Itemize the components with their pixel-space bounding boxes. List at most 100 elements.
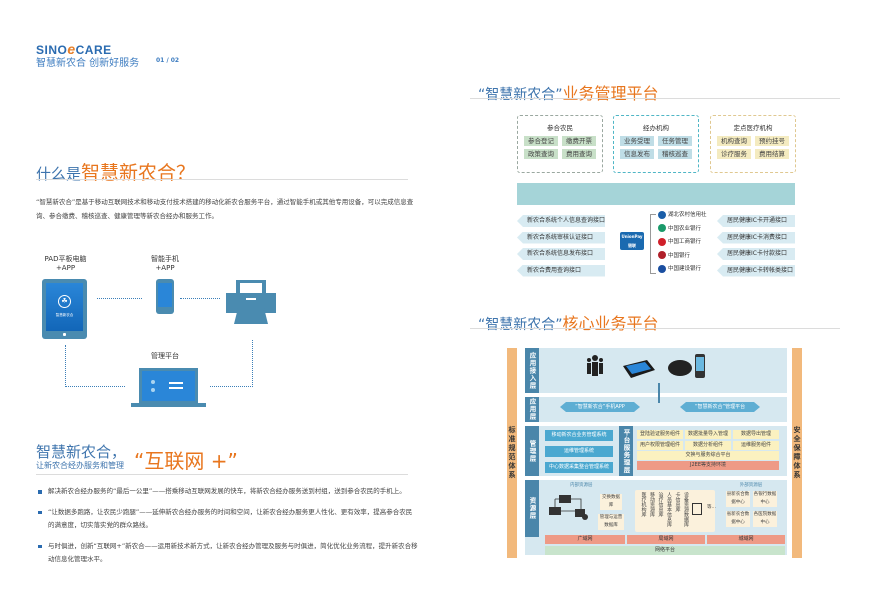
bank-icon xyxy=(658,224,666,232)
pad-label: PAD平板电脑+APP xyxy=(38,255,93,273)
bank-logo: 中国银行 xyxy=(658,251,690,262)
mgmt-system-item: 运维管理系统 xyxy=(545,446,613,457)
app-logo-icon: ☘ xyxy=(58,295,71,308)
function-cell: 诊疗服务 xyxy=(717,149,751,159)
app-item-management-platform: “智慧新农合”管理平台 xyxy=(680,402,760,412)
network-platform: 网络平台 xyxy=(545,546,785,555)
interface-item: 新农合费用查询接口 xyxy=(517,264,605,277)
resource-database: 人员基本信息库 xyxy=(666,492,672,527)
service-component: 用户权限管理组件 xyxy=(637,440,683,450)
logo-text-sino: SINO xyxy=(36,43,68,57)
function-cell: 政策查询 xyxy=(524,149,558,159)
divider xyxy=(470,98,840,99)
bank-name: 中国建设银行 xyxy=(668,266,702,272)
external-db: 各银行数据中心 xyxy=(753,491,777,507)
user-group-box: 参合农民参合登记缴费开票政策查询费用查询 xyxy=(517,115,603,173)
server-icon xyxy=(692,503,702,515)
resource-layer-label: 资源层 xyxy=(525,480,539,537)
app-item-mobile-app: “智慧新农合”手机APP xyxy=(560,402,640,412)
resource-database: 设备资源数据库 xyxy=(683,492,689,527)
tablet-screen: ☘ 智慧新农合 xyxy=(46,283,83,331)
bank-icon xyxy=(658,251,666,259)
connector-line xyxy=(210,386,253,387)
tablet-screen-text: 智慧新农合 xyxy=(55,313,74,317)
network-item: 广域网 xyxy=(545,535,625,544)
function-cell: 机构查询 xyxy=(717,136,751,146)
unionpay-logo: UnionPay 银联 xyxy=(620,232,644,250)
bank-logo: 湖北农村信用社 xyxy=(658,210,707,221)
internet-plus-highlight: “互联网 +” xyxy=(134,449,238,473)
interface-item: 新农合系统个人信息查询接口 xyxy=(517,215,605,227)
resource-database: 卡信息库 xyxy=(674,492,681,512)
bank-bracket xyxy=(650,214,656,274)
interface-item: 居民健康IC卡开通接口 xyxy=(717,215,795,227)
bullet-item: 与时俱进，创新“互联网+”新农合——运用新技术新方式，让新农合经办管理及服务与时… xyxy=(38,540,418,567)
interface-item: 居民健康IC卡消费接口 xyxy=(717,231,795,244)
double-arrow-icon xyxy=(658,383,660,403)
connector-line xyxy=(180,298,220,299)
logo-text-e: e xyxy=(67,41,76,57)
smartphone-icon xyxy=(156,279,174,314)
function-cell: 预约挂号 xyxy=(755,136,789,146)
bank-name: 中国银行 xyxy=(668,252,691,259)
tablet-home-button xyxy=(63,333,66,336)
resource-database: 治疗信息库 xyxy=(657,492,664,517)
divider xyxy=(36,474,408,475)
platform-label: 管理平台 xyxy=(151,352,179,360)
resource-database: 移动资源库 xyxy=(649,492,655,517)
bank-logo: 中国建设银行 xyxy=(658,264,701,275)
etc-label: 等… xyxy=(707,505,716,510)
function-cell: 费用结算 xyxy=(755,149,789,159)
core-title-highlight: 核心业务平台 xyxy=(562,314,659,333)
core-title-prefix: “智慧新农合” xyxy=(478,317,563,333)
bank-icon xyxy=(658,210,666,219)
bank-icon xyxy=(658,264,666,273)
phone-label-line1: 智能手机 xyxy=(151,255,179,263)
external-db: 省新农合数据中心 xyxy=(726,511,750,527)
biz-title-highlight: 业务管理平台 xyxy=(562,84,659,103)
pad-label-line1: PAD平板电脑 xyxy=(44,255,87,263)
phone-label: 智能手机+APP xyxy=(140,255,190,273)
group-cells: 机构查询预约挂号诊疗服务费用结算 xyxy=(711,136,795,159)
function-cell: 任务管理 xyxy=(658,136,692,146)
bank-name: 中国农业银行 xyxy=(668,225,702,232)
function-cell: 稽核巡查 xyxy=(658,149,692,159)
internal-resource-title: 内部资源层 xyxy=(570,483,593,488)
divider xyxy=(36,179,408,180)
mgmt-system-item: 移动新农合业务管理系统 xyxy=(545,430,613,441)
page-number: 01 / 02 xyxy=(156,57,180,64)
biz-platform-title: “智慧新农合”业务管理平台 xyxy=(478,80,659,104)
logo-text-care: CARE xyxy=(75,43,112,57)
standards-system-bar: 标准规范体系 xyxy=(507,348,517,558)
tagline: 智慧新农合 创新好服务 xyxy=(36,58,140,69)
bullet-item: “让数据多跑路，让农民少跑腿”——延伸新农合经办服务的时间和空间，让新农合经办服… xyxy=(38,506,418,533)
printer-icon xyxy=(226,280,276,324)
external-resource-title: 外部资源层 xyxy=(739,483,763,488)
resource-database: 医疗机构库 xyxy=(640,492,647,517)
connector-line xyxy=(65,386,125,387)
external-db: 县新农合数据中心 xyxy=(726,491,750,507)
pad-label-line2: +APP xyxy=(55,264,76,272)
group-title: 定点医疗机构 xyxy=(733,124,773,132)
group-cells: 业务受理任务管理信息发布稽核巡查 xyxy=(614,136,698,159)
biz-title-prefix: “智慧新农合” xyxy=(478,87,563,103)
network-item: 局域网 xyxy=(627,535,705,544)
function-cell: 业务受理 xyxy=(620,136,654,146)
service-component: 数据分析组件 xyxy=(685,440,731,450)
what-is-prefix: 什么是 xyxy=(36,165,82,183)
management-layer-label: 管理层 xyxy=(525,426,539,476)
service-layer-label: 平台服务理层 xyxy=(619,426,633,476)
connector-line xyxy=(65,345,66,385)
bullet-item: 解决新农合经办服务的“最后一公里”——搭乘移动互联网发展的快车，将新农合经办服务… xyxy=(38,485,418,499)
tablet-icon: ☘ 智慧新农合 xyxy=(42,279,87,339)
what-is-title: 什么是智慧新农合？ xyxy=(36,158,195,185)
access-layer-label: 应用接入层 xyxy=(525,348,539,393)
function-cell: 费用查询 xyxy=(562,149,596,159)
function-cell: 缴费开票 xyxy=(562,136,596,146)
access-devices-icons xyxy=(587,354,705,378)
what-is-highlight: 智慧新农合？ xyxy=(81,162,196,184)
interface-item: 居民健康IC卡转帐类接口 xyxy=(717,264,795,277)
bank-logo: 中国农业银行 xyxy=(658,224,701,235)
card-reader-icon xyxy=(668,360,692,376)
connector-line xyxy=(252,340,253,385)
